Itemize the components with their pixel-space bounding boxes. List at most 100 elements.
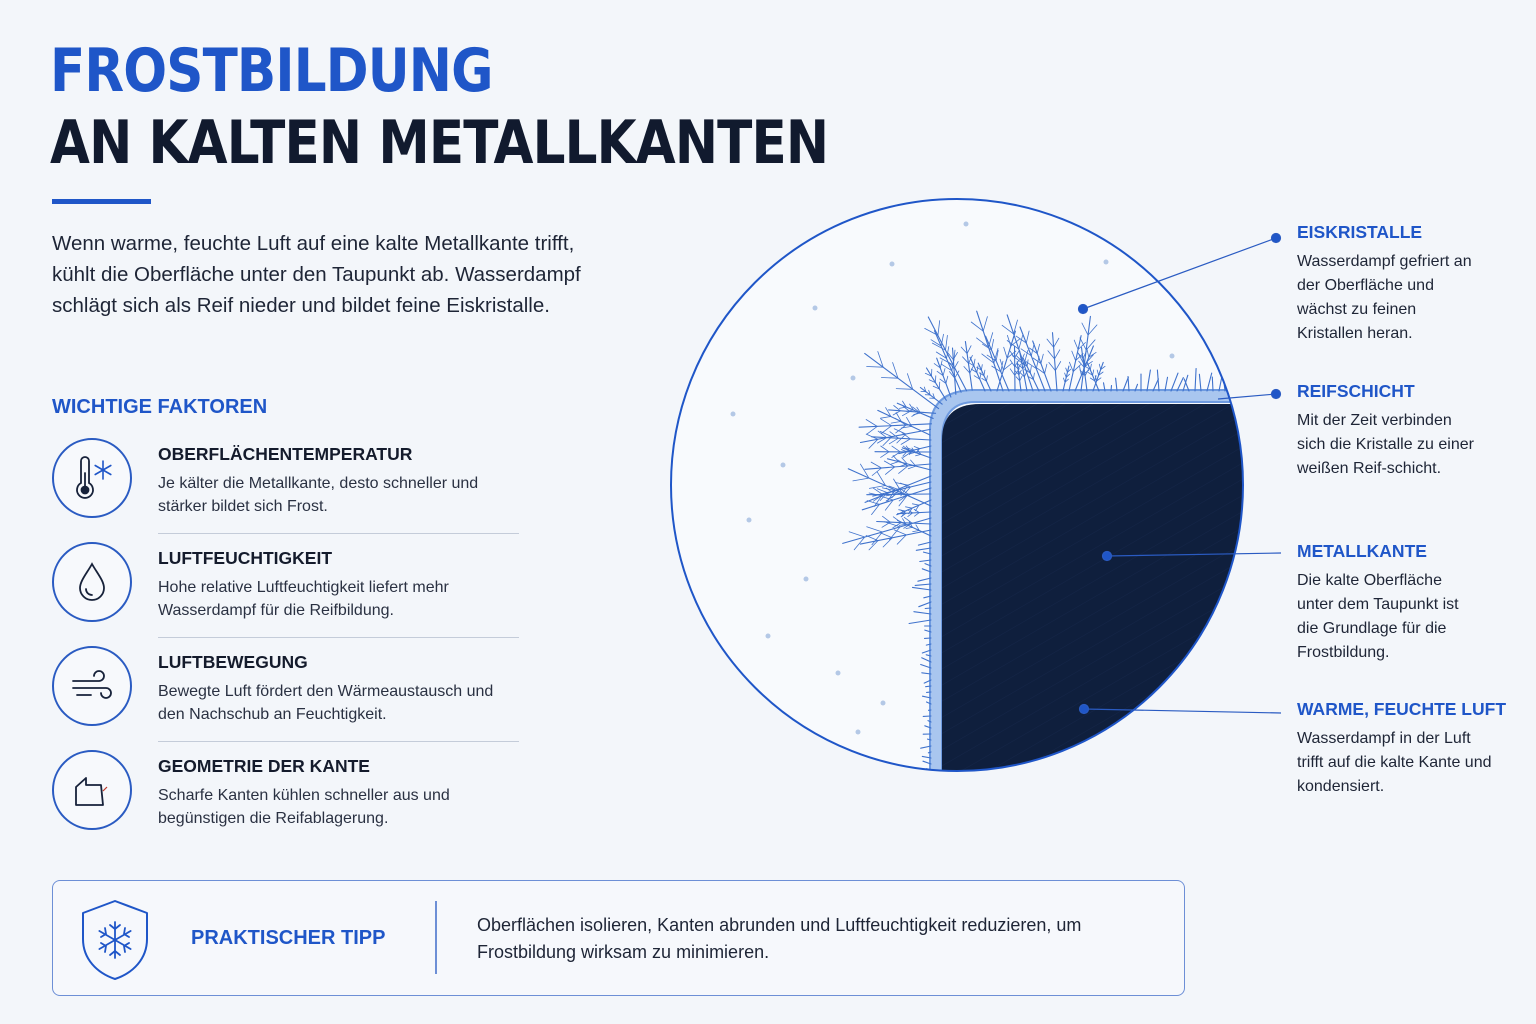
ice-crystal-branch [1078,360,1085,368]
ice-crystal-branch [1035,356,1040,370]
ice-crystal-branch [894,491,908,497]
ice-crystal-branch [898,465,909,474]
ice-crystal-branch [1021,362,1028,367]
ice-crystal [1092,361,1104,392]
ice-crystal [921,755,932,759]
ice-crystal-branch [999,358,1004,371]
ice-crystal-branch [993,348,999,364]
ice-crystal-branch [936,370,944,377]
ice-crystal [1062,365,1070,392]
ice-crystal-branch [1075,353,1084,362]
factor-title: GEOMETRIE DER KANTE [158,756,370,776]
ice-crystal-branch [902,405,911,412]
ice-crystal-branch [900,482,911,488]
ice-crystal [1134,383,1139,392]
ice-crystal-branch [952,349,956,366]
ice-crystal-branch [885,466,896,475]
ice-crystal-branch [880,495,894,501]
shield-snowflake-icon [82,900,148,980]
ice-crystal-branch [939,378,947,384]
ice-crystal [921,672,932,675]
ice-crystal-branch [978,372,985,377]
ice-crystal-branch [911,411,920,417]
ice-crystal [1006,314,1034,392]
label-title: WARME, FEUCHTE LUFT [1297,699,1507,719]
ice-crystal-branch [868,540,879,551]
ice-crystal-branch [1010,338,1020,347]
ice-crystal-branch [1088,351,1097,358]
ice-crystal [1194,367,1197,392]
ice-crystal [969,356,986,392]
ice-crystal-branch [888,485,900,491]
ice-crystal-branch [1100,365,1106,370]
ice-crystal-branch [1047,350,1055,360]
ice-crystal-branch [860,463,870,479]
ice-crystal-branch [902,411,911,417]
ice-crystal-branch [902,451,908,457]
ice-crystal-branch [1019,375,1023,382]
ice-crystal-branch [915,524,920,531]
ice-crystal-branch [898,509,906,512]
ice-crystal-branch [1032,357,1042,364]
ice-crystal-branch [912,406,920,413]
ice-crystal [901,447,932,459]
ice-crystal-branch [898,487,909,495]
ice-crystal-branch [937,320,941,336]
ice-crystal-branch [1015,376,1021,382]
ice-crystal-branch [1054,349,1061,360]
ice-crystal [925,685,932,688]
ice-crystal-branch [1065,367,1068,373]
ice-crystal-branch [908,521,913,528]
ice-crystal-branch [907,512,913,517]
ice-crystal [924,629,932,633]
ice-crystal [919,386,943,405]
ice-crystal-branch [871,503,880,515]
ice-crystal-branch [877,437,887,444]
ice-crystal-branch [976,365,979,373]
ice-crystal [864,352,940,410]
ice-crystal-branch [1033,372,1035,380]
ice-crystal-branch [879,532,893,539]
ice-crystal-branch [1006,340,1020,350]
factor-title: LUFTFEUCHTIGKEIT [158,548,333,568]
ice-crystal-branch [1096,369,1099,376]
label-title: REIFSCHICHT [1297,381,1415,401]
ice-crystal-branch [1063,377,1066,383]
ice-crystal [1013,345,1016,392]
ice-crystal [936,357,952,398]
factor-title: LUFTBEWEGUNG [158,652,308,672]
ice-crystal-branch [865,433,879,440]
ice-crystal-branch [1015,354,1022,362]
label-frost-layer: REIFSCHICHT Mit der Zeit verbinden sich … [1297,381,1517,481]
ice-crystal-branch [1098,363,1102,370]
ice-crystal-branch [1086,348,1090,358]
ice-crystal-branch [905,445,910,451]
ice-crystal-branch [973,358,976,367]
ice-crystal-branch [960,346,968,355]
label-description: Die kalte Oberfläche unter dem Taupunkt … [1297,572,1459,661]
factor-title: OBERFLÄCHENTEMPERATUR [158,444,413,464]
ice-crystal-branch [902,451,912,458]
ice-crystal-branch [1079,369,1086,377]
ice-crystal [1170,372,1179,392]
ice-crystal [925,701,932,705]
ice-crystal-branch [900,512,907,518]
ice-crystal-branch [1092,369,1095,376]
ice-crystal-branch [869,485,886,489]
ice-crystal-branch [871,531,883,546]
ice-crystal [911,586,932,591]
ice-crystal-branch [945,334,948,351]
ice-crystal [896,519,932,537]
ice-crystal-branch [1073,339,1079,350]
ice-crystal-branch [883,460,896,468]
ice-crystal-branch [884,521,901,528]
ice-crystal-branch [896,534,907,545]
ice-crystal-branch [1036,367,1045,374]
ice-crystal-branch [903,449,910,453]
ice-crystal-branch [1014,350,1020,359]
ice-crystal-branch [902,518,907,525]
ice-crystal [1183,378,1190,392]
ice-crystal-branch [907,373,914,390]
ice-crystal-branch [1003,346,1008,359]
ice-crystal-branch [872,487,884,496]
